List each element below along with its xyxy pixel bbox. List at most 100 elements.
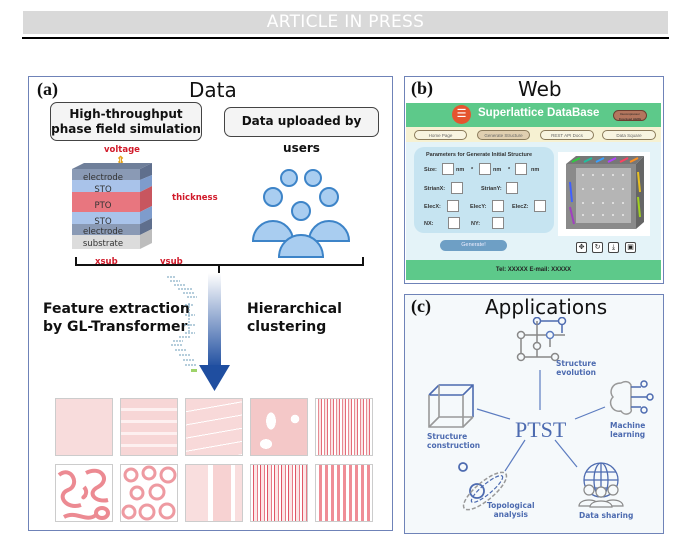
database-logo-icon: ☰	[452, 105, 471, 124]
nx-label: NX:	[424, 221, 434, 227]
site-body: Parameters for Generate Initial Structur…	[406, 142, 661, 260]
label-line: Machine	[610, 421, 646, 430]
nav-generate-structure[interactable]: Generate Structure	[477, 129, 530, 140]
panel-label: (a)	[37, 79, 58, 99]
voltage-label: voltage	[104, 145, 140, 155]
app-machine-learning: Machine learning	[610, 421, 645, 439]
site-title: Superlattice DataBase	[478, 107, 600, 119]
site-header: ☰ Superlattice DataBase Decompressor Dow…	[406, 103, 661, 127]
rotate-icon[interactable]: ↻	[592, 242, 603, 253]
ptst-center-label: PTST	[515, 417, 567, 442]
tile-vertical-stripes	[315, 464, 373, 522]
tile-bubble-domains	[250, 398, 308, 456]
tile-uniform	[55, 398, 113, 456]
nm-unit: nm	[493, 167, 502, 173]
site-footer: Tel: XXXXX E-mail: XXXXX	[406, 260, 661, 280]
connector-lines	[476, 370, 606, 472]
label-line: analysis	[493, 510, 528, 519]
tile-rings	[120, 464, 178, 522]
times-sign: *	[471, 167, 474, 173]
nav-rest-api-docs[interactable]: REST API Docs	[540, 129, 594, 140]
nm-unit: nm	[531, 167, 540, 173]
structure-3d-viewer[interactable]	[558, 152, 650, 236]
tile-noisy-vertical	[315, 398, 373, 456]
app-structure-construction: Structure construction	[427, 432, 480, 450]
users-icon	[251, 169, 351, 258]
nav-data-square[interactable]: Data Square	[602, 129, 656, 140]
tile-labyrinth	[55, 464, 113, 522]
tile-dense-noisy-vertical	[250, 464, 308, 522]
app-structure-evolution: Structure evolution	[556, 359, 596, 377]
panel-title: Data	[189, 78, 237, 102]
elec-z-input[interactable]	[534, 200, 546, 212]
header-rule	[22, 37, 669, 39]
strain-y-label: StrianY:	[481, 186, 502, 192]
uploaded-text: Data uploaded by users	[241, 114, 362, 155]
size-x-input[interactable]	[442, 163, 454, 175]
hierarchical-clustering-label: Hierarchical clustering	[247, 300, 342, 336]
feature-extraction-label: Feature extraction by GL-Transformer	[43, 300, 190, 336]
times-sign: *	[508, 167, 511, 173]
elec-x-input[interactable]	[447, 200, 459, 212]
thickness-label: thickness	[172, 193, 218, 203]
network-grid-icon	[516, 317, 567, 362]
panel-applications: (c) Applications Structure evolution	[404, 294, 664, 534]
tile-horizontal-stripes	[120, 398, 178, 456]
label-line: Structure	[556, 359, 597, 368]
nav-home-page[interactable]: Home Page	[414, 129, 467, 140]
elec-y-input[interactable]	[492, 200, 504, 212]
stack-graphic	[72, 163, 152, 249]
strain-y-input[interactable]	[506, 182, 518, 194]
panel-label: (b)	[411, 78, 433, 98]
panel-data: (a) Data High-throughput phase field sim…	[28, 76, 393, 531]
tile-wavy-stripes	[185, 398, 243, 456]
wireframe-cube-icon	[428, 384, 474, 428]
nx-input[interactable]	[448, 217, 460, 229]
label-line: Data sharing	[579, 511, 634, 520]
layer-electrode-top: electrode	[83, 173, 123, 183]
topology-orbit-icon	[458, 462, 508, 511]
panel-title: Applications	[485, 295, 608, 319]
elec-x-label: ElecX:	[424, 204, 441, 210]
move-icon[interactable]: ✥	[576, 242, 587, 253]
simulation-line-2: phase field simulation	[51, 122, 201, 136]
ny-label: NY:	[471, 221, 481, 227]
label-line: learning	[610, 430, 646, 439]
download-badge[interactable]: Decompressor Download HERE	[613, 110, 647, 121]
simulation-box: High-throughput phase field simulation	[50, 102, 202, 141]
label-line: Topological	[487, 501, 535, 510]
hierarchical-line-1: Hierarchical	[247, 301, 342, 317]
generate-button[interactable]: Generate!	[440, 240, 507, 251]
app-topological-analysis: Topological analysis	[487, 501, 535, 519]
down-arrow-icon	[199, 273, 230, 391]
panel-label: (c)	[411, 296, 431, 316]
ny-input[interactable]	[492, 217, 504, 229]
globe-people-icon	[578, 462, 624, 508]
size-z-input[interactable]	[515, 163, 527, 175]
feature-line-2: by GL-Transformer	[43, 319, 188, 335]
feature-line-1: Feature extraction	[43, 301, 190, 317]
label-line: construction	[427, 441, 481, 450]
label-line: Structure	[427, 432, 468, 441]
panel-web: (b) Web ☰ Superlattice DataBase Decompre…	[404, 76, 664, 284]
hierarchical-line-2: clustering	[247, 319, 327, 335]
parameter-form: Parameters for Generate Initial Structur…	[414, 147, 554, 233]
layer-pto: PTO	[94, 201, 112, 211]
strain-x-input[interactable]	[451, 182, 463, 194]
simulation-line-1: High-throughput	[69, 107, 183, 121]
size-y-input[interactable]	[479, 163, 491, 175]
download-icon[interactable]: ⤓	[608, 242, 619, 253]
layer-substrate: substrate	[82, 239, 124, 249]
site-nav: Home Page Generate Structure REST API Do…	[406, 127, 661, 142]
tile-wide-vertical	[185, 464, 243, 522]
xsub-label: xsub	[95, 257, 118, 267]
layer-electrode-bottom: electrode	[83, 227, 123, 237]
dendrogram	[167, 276, 197, 372]
app-data-sharing: Data sharing	[579, 511, 633, 520]
size-label: Size:	[424, 167, 437, 173]
panel-title: Web	[518, 77, 562, 101]
article-in-press-banner: ARTICLE IN PRESS	[23, 11, 668, 34]
layer-stack: voltage ⇕ electrode STO PTO STO electrod…	[72, 145, 218, 267]
save-icon[interactable]: ▣	[625, 242, 636, 253]
elec-y-label: ElecY:	[470, 204, 487, 210]
